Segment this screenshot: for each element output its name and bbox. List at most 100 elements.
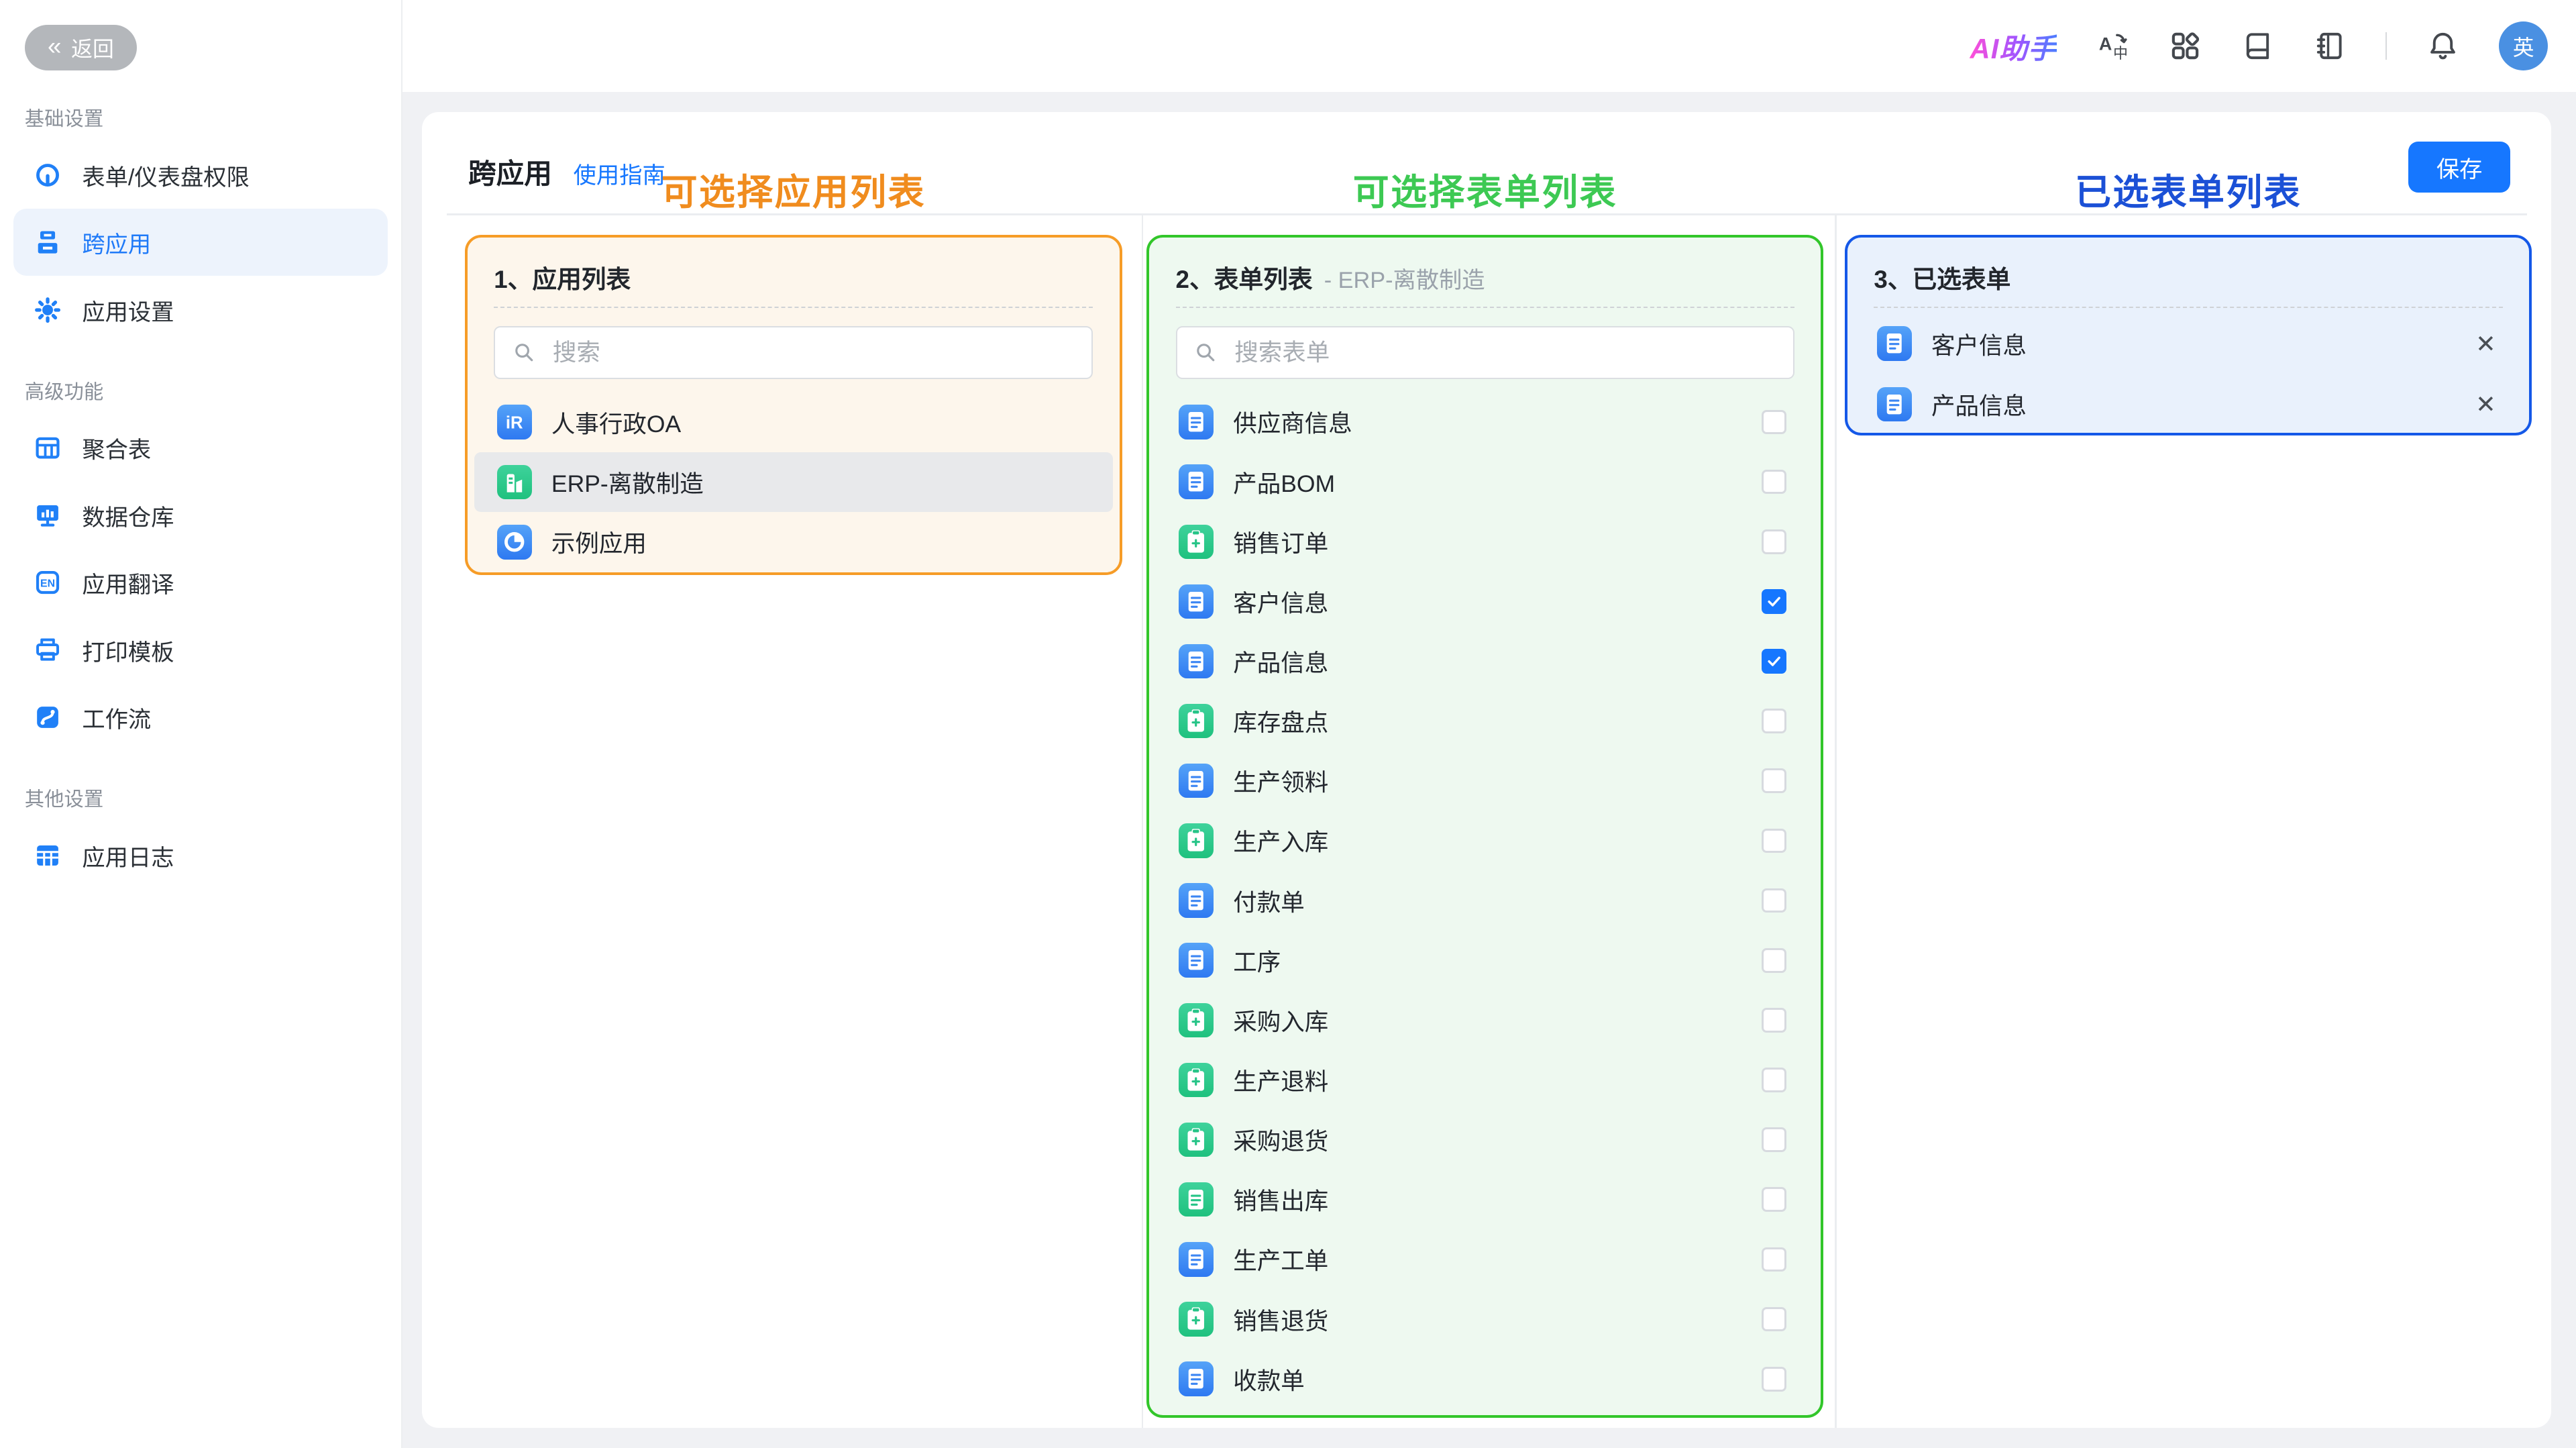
form-name: 产品信息 xyxy=(1233,649,1329,676)
sidebar-item[interactable]: 应用日志 xyxy=(13,821,388,888)
back-chevrons-icon: « xyxy=(48,32,62,60)
app-list-item[interactable]: ERP-离散制造 xyxy=(474,452,1113,513)
form-list-item[interactable]: 采购入库 xyxy=(1156,990,1814,1050)
form-list-panel: 2、表单列表 - ERP-离散制造 供应商信息产品BOM销售订单客户信息产品信息… xyxy=(1146,235,1824,1418)
sidebar-item[interactable]: 应用设置 xyxy=(13,276,388,343)
form-list-item[interactable]: 销售出库 xyxy=(1156,1170,1814,1229)
form-checkbox[interactable] xyxy=(1762,709,1786,733)
sidebar-item[interactable]: 工作流 xyxy=(13,684,388,751)
ai-assistant-button[interactable]: AI助手 xyxy=(1970,26,2057,66)
form-name: 客户信息 xyxy=(1931,331,2027,359)
sidebar-item[interactable]: EN 应用翻译 xyxy=(13,549,388,616)
form-checkbox[interactable] xyxy=(1762,888,1786,913)
app-search-input[interactable] xyxy=(549,337,1075,368)
guide-link[interactable]: 使用指南 xyxy=(573,162,665,189)
app-list-item[interactable]: 示例应用 xyxy=(474,512,1113,572)
sidebar-section-label: 基础设置 xyxy=(24,108,104,131)
form-checkbox[interactable] xyxy=(1762,649,1786,674)
form-checkbox[interactable] xyxy=(1762,1247,1786,1272)
form-name: 付款单 xyxy=(1233,888,1305,916)
form-checkbox[interactable] xyxy=(1762,1127,1786,1152)
svg-text:EN: EN xyxy=(40,578,55,590)
search-icon xyxy=(1197,344,1215,362)
form-list-item[interactable]: 销售订单 xyxy=(1156,512,1814,572)
form-list-item[interactable]: 销售退货 xyxy=(1156,1289,1814,1349)
form-search-input[interactable] xyxy=(1231,337,1777,368)
form-list-item[interactable]: 生产退料 xyxy=(1156,1050,1814,1110)
form-checkbox[interactable] xyxy=(1762,1068,1786,1092)
back-button[interactable]: « 返回 xyxy=(24,24,138,71)
sidebar-item[interactable]: 数据仓库 xyxy=(13,481,388,548)
form-checkbox[interactable] xyxy=(1762,1306,1786,1332)
form-icon xyxy=(1179,1122,1214,1157)
blocks-icon xyxy=(33,227,62,257)
selected-form-item[interactable]: 客户信息 ✕ xyxy=(1854,313,2522,374)
sidebar-item[interactable]: 表单/仪表盘权限 xyxy=(13,142,388,209)
form-icon xyxy=(1179,405,1214,439)
form-list-item[interactable]: 供应商信息 xyxy=(1156,392,1814,452)
selected-form-item[interactable]: 产品信息 ✕ xyxy=(1854,374,2522,435)
panel-annotation: 可选择表单列表 xyxy=(1352,170,1617,213)
sidebar-item-label: 表单/仪表盘权限 xyxy=(82,164,250,191)
form-checkbox[interactable] xyxy=(1762,1187,1786,1212)
form-checkbox[interactable] xyxy=(1762,947,1786,973)
avatar[interactable]: 英 xyxy=(2498,21,2548,71)
remove-icon[interactable]: ✕ xyxy=(2475,329,2496,358)
form-list-item[interactable]: 客户信息 xyxy=(1156,572,1814,631)
toolbar-divider xyxy=(2385,32,2387,60)
save-button[interactable]: 保存 xyxy=(2408,141,2511,193)
sidebar-item[interactable]: 聚合表 xyxy=(13,414,388,481)
selected-forms-list: 客户信息 ✕ 产品信息 ✕ xyxy=(1847,313,2529,435)
form-name: 生产领料 xyxy=(1233,769,1329,796)
form-list-item[interactable]: 库存盘点 xyxy=(1156,691,1814,751)
form-list-item[interactable]: 产品信息 xyxy=(1156,631,1814,691)
form-list-item[interactable]: 收款单 xyxy=(1156,1349,1814,1409)
form-icon xyxy=(1179,584,1214,619)
form-list-item[interactable]: 生产入库 xyxy=(1156,811,1814,870)
form-checkbox[interactable] xyxy=(1762,409,1786,435)
form-checkbox[interactable] xyxy=(1762,1366,1786,1392)
form-list-item[interactable]: 生产工单 xyxy=(1156,1229,1814,1289)
form-name: 产品信息 xyxy=(1931,393,2027,420)
form-icon xyxy=(1877,326,1912,361)
sidebar-item-label: 打印模板 xyxy=(82,639,174,666)
notebook-icon[interactable] xyxy=(2313,30,2346,62)
form-checkbox[interactable] xyxy=(1762,469,1786,495)
remove-icon[interactable]: ✕ xyxy=(2475,391,2496,419)
apps-grid-icon[interactable] xyxy=(2169,30,2202,62)
sidebar-item-label: 应用设置 xyxy=(82,299,174,325)
form-list-item[interactable]: 采购退货 xyxy=(1156,1110,1814,1170)
form-checkbox[interactable] xyxy=(1762,529,1786,554)
form-checkbox[interactable] xyxy=(1762,588,1786,614)
form-icon xyxy=(1179,703,1214,739)
sidebar-item[interactable]: 打印模板 xyxy=(13,616,388,683)
table-icon xyxy=(33,433,62,462)
back-label: 返回 xyxy=(71,37,114,62)
form-icon xyxy=(1179,524,1214,559)
form-list-item[interactable]: 工序 xyxy=(1156,931,1814,990)
form-icon xyxy=(1179,1002,1214,1038)
sidebar-item-label: 应用翻译 xyxy=(82,572,174,599)
bell-icon[interactable] xyxy=(2426,30,2459,62)
book-icon[interactable] xyxy=(2241,30,2274,62)
search-icon xyxy=(515,344,533,362)
form-checkbox[interactable] xyxy=(1762,768,1786,794)
app-icon xyxy=(497,525,532,560)
sidebar-item-label: 聚合表 xyxy=(82,437,152,464)
form-list-item[interactable]: 付款单 xyxy=(1156,870,1814,930)
form-icon xyxy=(1179,883,1214,918)
form-name: 销售订单 xyxy=(1233,529,1329,557)
form-list-item[interactable]: 产品BOM xyxy=(1156,452,1814,512)
monitor-chart-icon xyxy=(33,501,62,530)
form-checkbox[interactable] xyxy=(1762,1007,1786,1033)
sidebar-item[interactable]: 跨应用 xyxy=(13,208,388,276)
form-list-item[interactable]: 生产领料 xyxy=(1156,751,1814,811)
selected-forms-title: 3、已选表单 xyxy=(1874,266,2011,294)
form-checkbox[interactable] xyxy=(1762,828,1786,854)
